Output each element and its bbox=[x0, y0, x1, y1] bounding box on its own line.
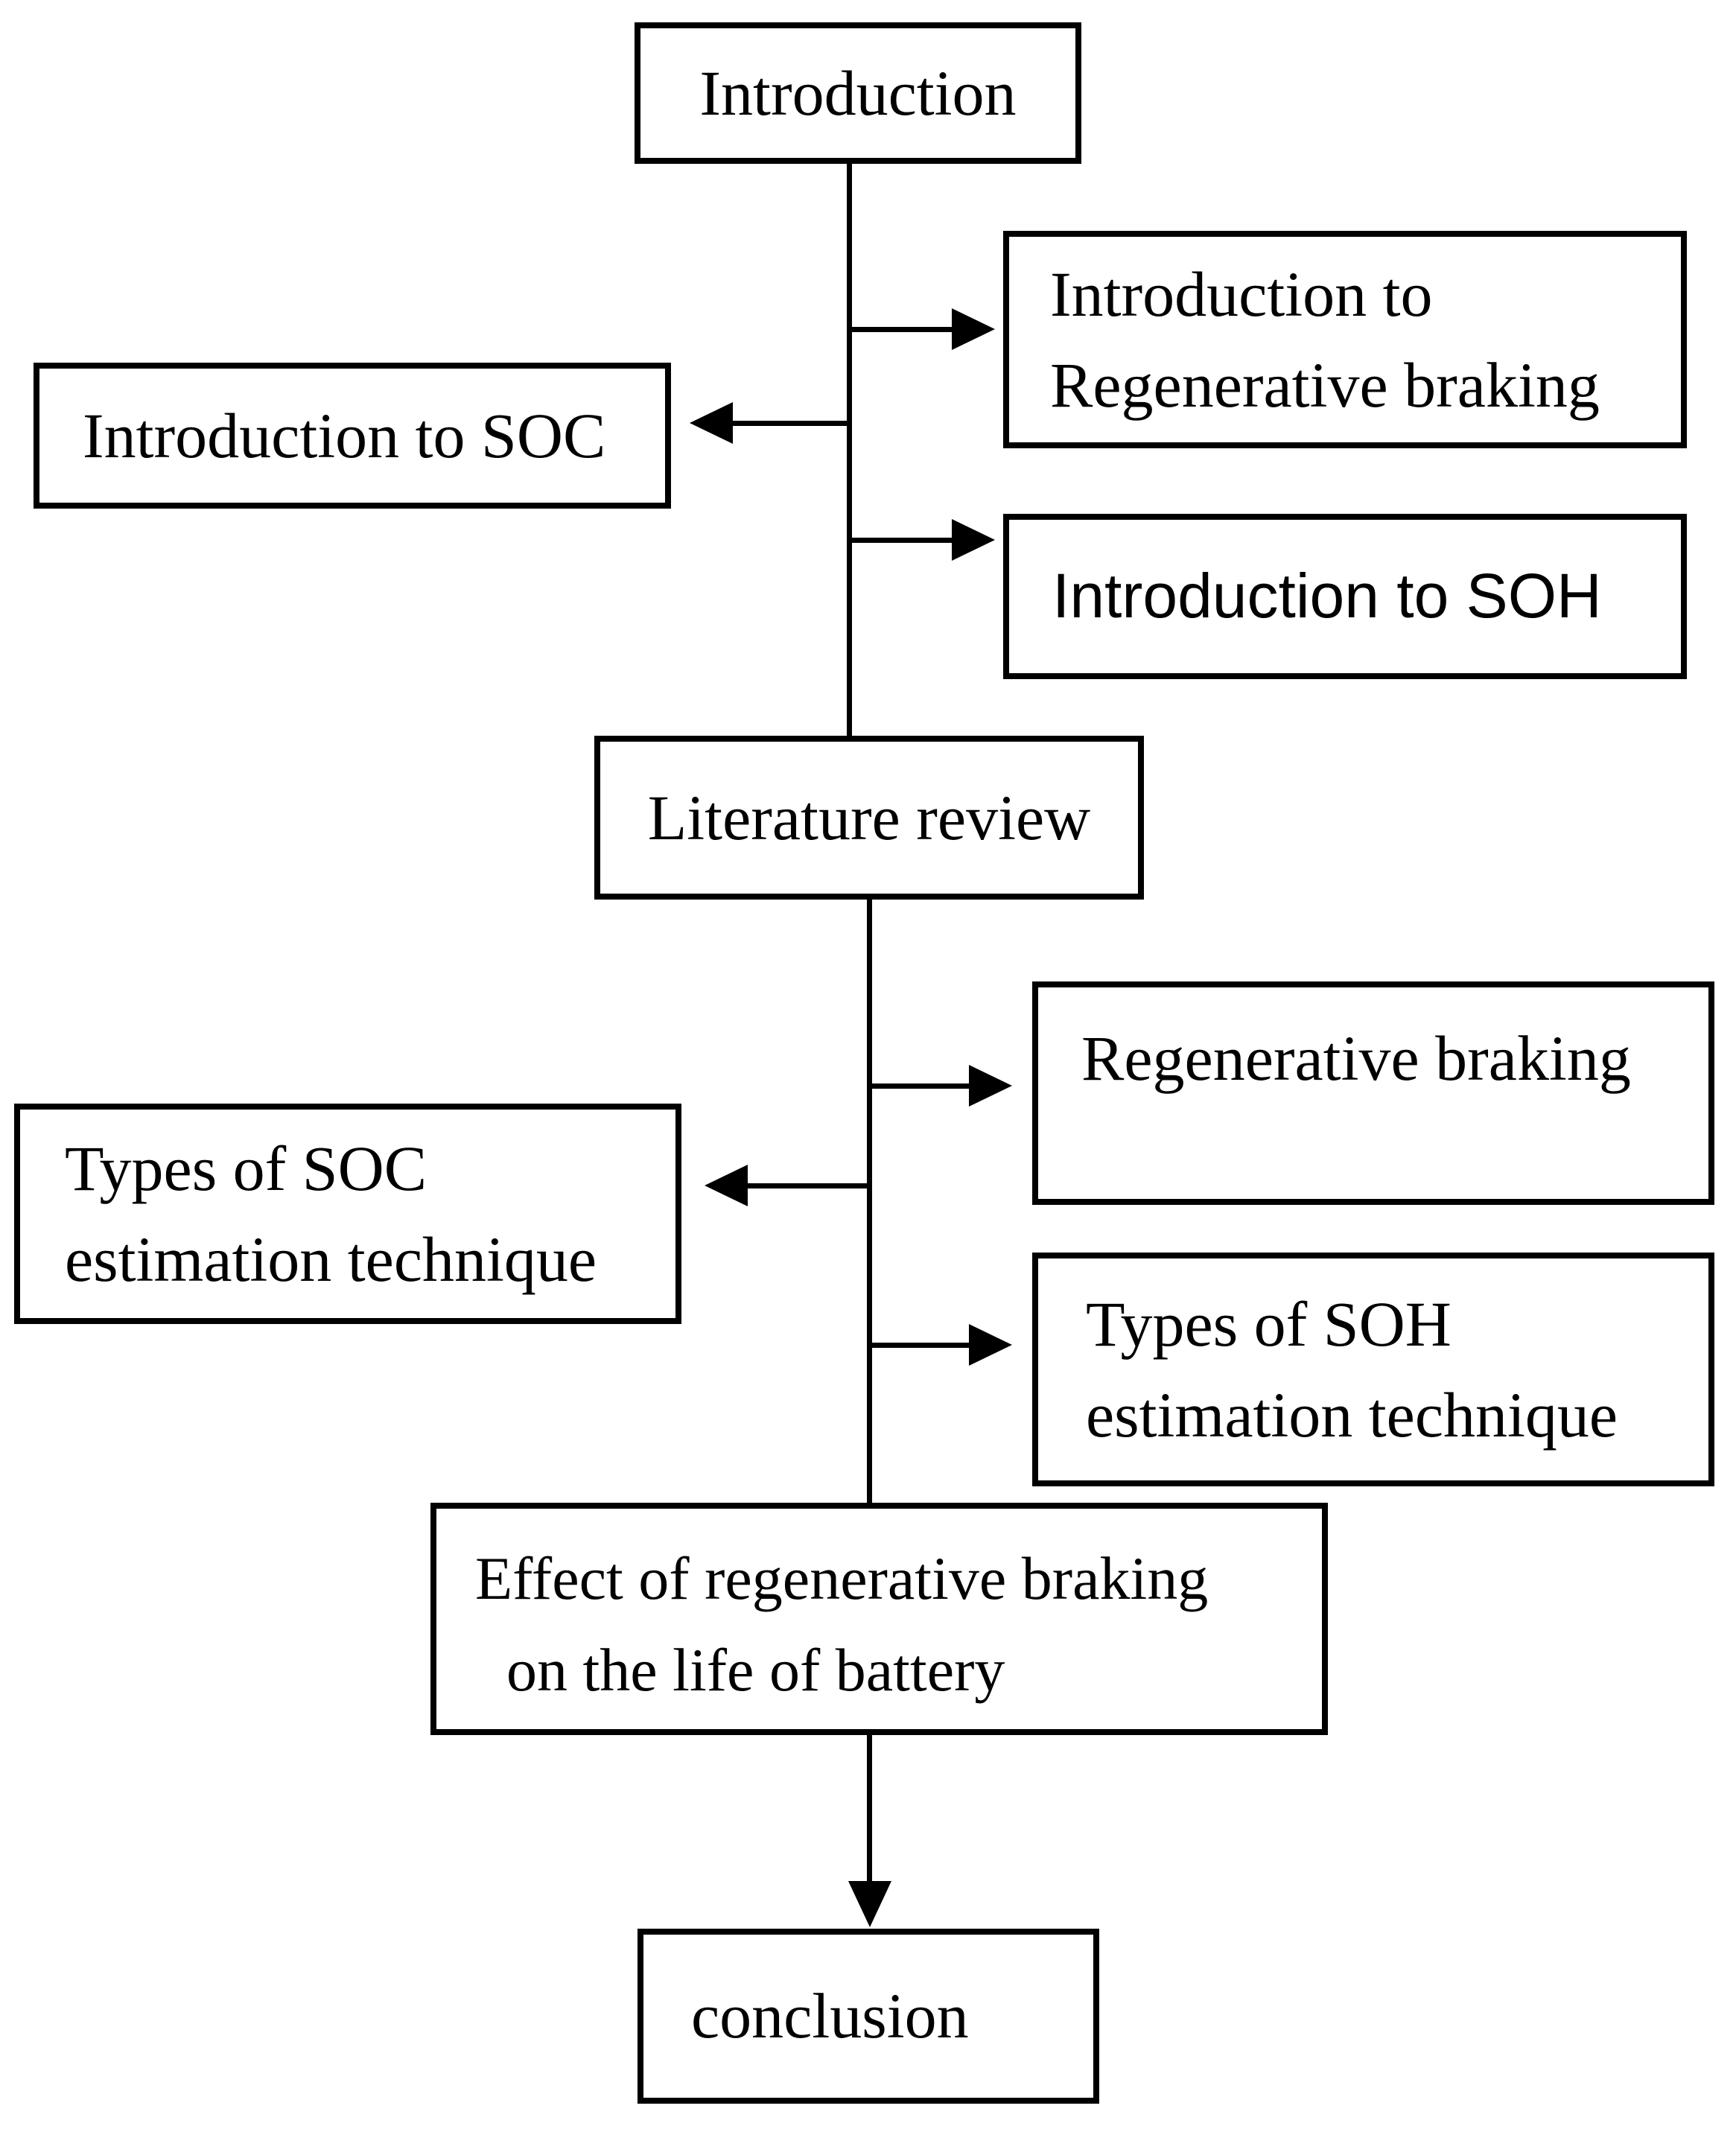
connector-branch-regen bbox=[872, 1083, 969, 1089]
node-introduction-to-regenerative-braking: Introduction to Regenerative braking bbox=[1003, 231, 1687, 448]
arrow-right-icon bbox=[952, 308, 995, 350]
connector-branch-intro-regen bbox=[852, 327, 952, 332]
connector-spine-upper bbox=[847, 162, 852, 739]
node-conclusion: conclusion bbox=[638, 1929, 1099, 2104]
arrow-down-icon bbox=[848, 1881, 891, 1927]
node-regenerative-braking: Regenerative braking bbox=[1032, 981, 1714, 1205]
node-types-of-soh-estimation-technique: Types of SOH estimation technique bbox=[1032, 1253, 1714, 1486]
connector-spine-lower bbox=[867, 898, 872, 1506]
arrow-right-icon bbox=[952, 519, 995, 561]
connector-branch-intro-soh bbox=[852, 538, 952, 543]
arrow-right-icon bbox=[969, 1324, 1012, 1366]
arrow-left-icon bbox=[690, 402, 733, 444]
node-label-line: Introduction to SOH bbox=[1052, 561, 1602, 631]
node-effect-of-regenerative-braking: Effect of regenerative braking on the li… bbox=[430, 1503, 1328, 1735]
connector-branch-soh-types bbox=[872, 1343, 969, 1348]
connector-branch-intro-soc bbox=[733, 421, 852, 426]
node-label-line: Literature review bbox=[647, 781, 1091, 853]
connector-effect-to-conclusion bbox=[867, 1734, 872, 1890]
node-label-line: Types of SOC bbox=[65, 1132, 427, 1204]
node-label-line: Introduction to bbox=[1050, 258, 1433, 330]
node-label-line: Introduction to SOC bbox=[83, 399, 606, 471]
arrow-left-icon bbox=[705, 1165, 748, 1206]
node-types-of-soc-estimation-technique: Types of SOC estimation technique bbox=[14, 1104, 681, 1324]
node-introduction-to-soc: Introduction to SOC bbox=[34, 363, 671, 509]
node-label-line: conclusion bbox=[691, 1980, 969, 2052]
arrow-right-icon bbox=[969, 1065, 1012, 1107]
node-introduction: Introduction bbox=[635, 22, 1081, 164]
connector-branch-soc-types bbox=[748, 1183, 872, 1188]
node-introduction-to-soh: Introduction to SOH bbox=[1003, 514, 1687, 679]
node-label-line: estimation technique bbox=[65, 1223, 597, 1295]
node-label-line: Regenerative braking bbox=[1050, 349, 1600, 421]
node-label-line: on the life of battery bbox=[506, 1636, 1005, 1704]
node-label-line: Effect of regenerative braking bbox=[475, 1544, 1209, 1612]
node-literature-review: Literature review bbox=[594, 736, 1144, 900]
node-label-line: Regenerative braking bbox=[1081, 1022, 1631, 1094]
node-introduction-label: Introduction bbox=[699, 57, 1017, 129]
node-label-line: estimation technique bbox=[1086, 1379, 1618, 1451]
node-label-line: Types of SOH bbox=[1086, 1288, 1452, 1360]
